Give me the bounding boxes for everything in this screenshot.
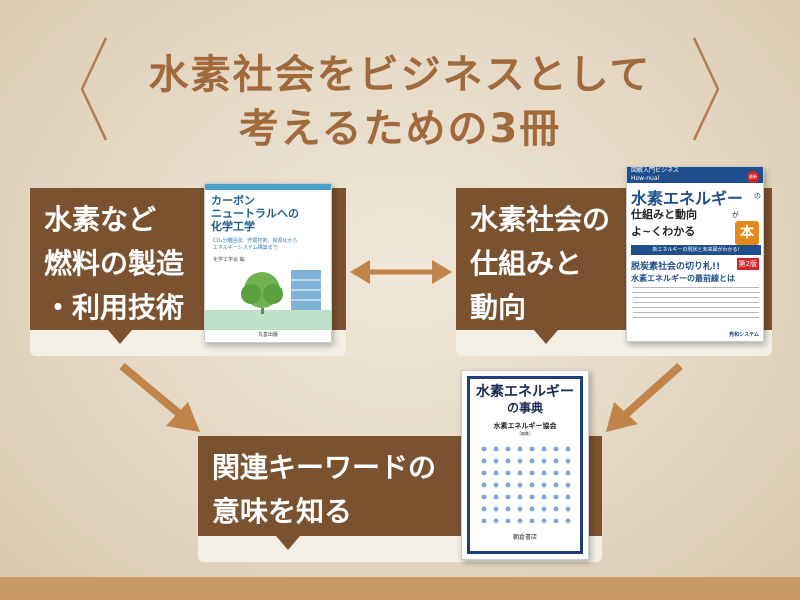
- book2-series-en: How-nual: [631, 175, 660, 182]
- right-label-line-1: 水素社会の: [470, 203, 611, 236]
- book3-frame: [467, 376, 583, 554]
- book2-publisher: 秀和システム: [729, 332, 759, 338]
- bottom-decorative-bar: [0, 577, 800, 600]
- left-label-line-1: 水素など: [44, 203, 157, 236]
- book2-badge-text: 最新: [749, 174, 757, 179]
- tree-and-building-illustration-icon: [205, 270, 331, 330]
- book1-subtitle: CO₂分離回収、貯蔵技術、資源化から エネルギーシステム構築まで: [213, 238, 298, 251]
- book3-title-line-1: 水素エネルギー: [476, 384, 574, 400]
- right-label-line-2: 仕組みと: [470, 247, 583, 280]
- book2-edition-badge: 第2版: [736, 258, 759, 270]
- dot-pattern-icon: [478, 443, 574, 523]
- book2-series: 図解入門ビジネス: [631, 167, 680, 174]
- book3-publisher: 朝倉書店: [512, 534, 537, 541]
- book-cover-carbon-neutral[interactable]: カーボン ニュートラルへの 化学工学 CO₂分離回収、貯蔵技術、資源化から エネ…: [204, 183, 332, 343]
- right-angle-bracket-icon: [692, 37, 720, 141]
- book3-editor: 水素エネルギー協会: [493, 422, 557, 430]
- book2-line-2: 仕組みと動向: [631, 208, 697, 221]
- book2-main-title: 水素エネルギー: [631, 189, 744, 208]
- right-label-line-3: 動向: [470, 291, 527, 324]
- book2-series-header: 図解入門ビジネス How-nual: [627, 167, 763, 183]
- book2-title-particle: の: [754, 192, 761, 200]
- left-angle-bracket-icon: [80, 37, 108, 141]
- book1-title-line-2: ニュートラルへの: [211, 207, 299, 220]
- book-cover-hydrogen-energy-dictionary[interactable]: 水素エネルギー の事典 水素エネルギー協会 [編集] 朝倉書店: [461, 370, 589, 560]
- book1-publisher: 丸善出版: [257, 332, 278, 338]
- book3-editor-sub: [編集]: [519, 431, 531, 436]
- left-label-line-3: ・利用技術: [44, 291, 185, 324]
- bottom-label-line-2: 意味を知る: [212, 495, 353, 528]
- book2-line-2-suffix: が: [732, 211, 739, 219]
- down-right-arrow-icon: [119, 362, 200, 432]
- book2-red-line-1: 脱炭素社会の切り札!!: [631, 262, 721, 272]
- book2-line-3: よ~くわかる: [631, 225, 696, 238]
- bottom-label-line-1: 関連キーワードの: [212, 451, 437, 484]
- book2-strip: 新エネルギーの現状と未来図がわかる!: [631, 245, 761, 255]
- cover-top-bar: [205, 184, 331, 190]
- book1-title-line-3: 化学工学: [211, 220, 255, 233]
- book2-hon-badge: 本: [735, 221, 759, 245]
- book2-new-badge: 最新: [747, 171, 759, 183]
- left-label-line-2: 燃料の製造: [44, 247, 185, 280]
- book2-red-line-2: 水素エネルギーの最前線とは: [631, 274, 735, 283]
- book1-author: 化学工学会 編: [213, 257, 245, 263]
- double-arrow-icon: [350, 260, 452, 284]
- page-title-line-2: 考えるための3冊: [238, 106, 562, 152]
- book1-title-line-1: カーボン: [211, 194, 255, 207]
- book3-title-line-2: の事典: [506, 401, 543, 415]
- book2-contents-list: [633, 287, 759, 321]
- down-left-arrow-icon: [606, 363, 683, 432]
- page-title-line-1: 水素社会をビジネスとして: [148, 52, 652, 98]
- book-cover-hydrogen-energy-mechanism[interactable]: 図解入門ビジネス How-nual 最新 水素エネルギー の 仕組みと動向 が …: [626, 166, 764, 342]
- title-area: 水素社会をビジネスとして 考えるための3冊: [0, 28, 800, 152]
